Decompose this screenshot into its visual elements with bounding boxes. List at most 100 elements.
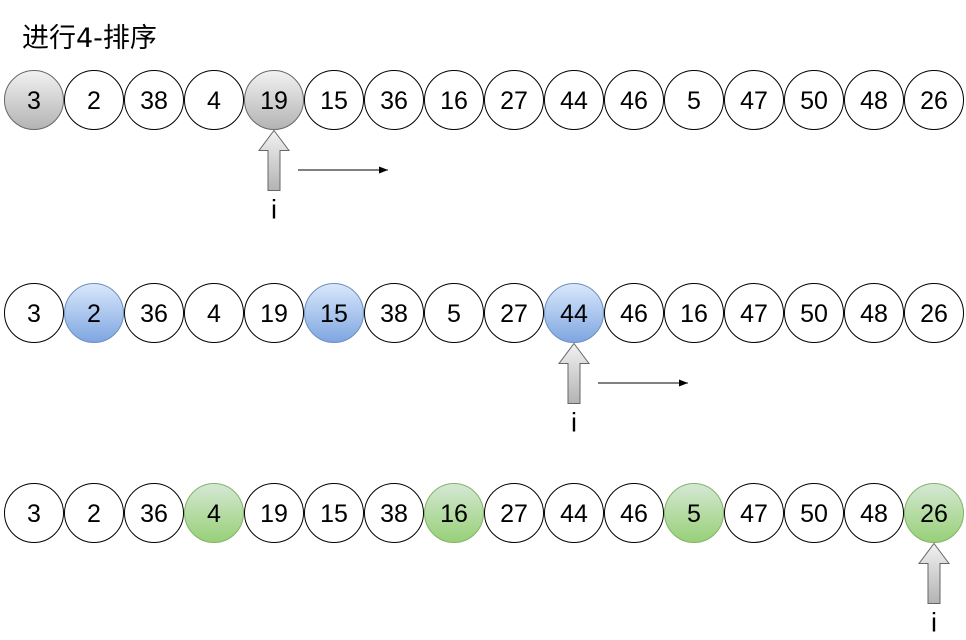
cell-circle: [844, 70, 904, 130]
highlighted-cell: 4: [184, 483, 244, 543]
cell-circle: [604, 70, 664, 130]
highlighted-cell: 26: [904, 483, 964, 543]
array-cell: 47: [724, 283, 784, 343]
cell-circle: [424, 70, 484, 130]
cell-circle: [844, 283, 904, 343]
cell-circle: [4, 70, 64, 130]
cell-circle: [64, 283, 124, 343]
cell-circle: [604, 283, 664, 343]
array-cell: 19: [244, 483, 304, 543]
cell-value: 2: [87, 87, 101, 115]
cell-circle: [784, 483, 844, 543]
cell-circle: [544, 70, 604, 130]
array-cell: 50: [784, 483, 844, 543]
cell-value: 4: [207, 300, 221, 328]
array-cell: 26: [904, 283, 964, 343]
cell-value: 38: [380, 500, 408, 528]
highlighted-cell: 16: [424, 483, 484, 543]
cell-value: 50: [800, 300, 828, 328]
cell-circle: [664, 283, 724, 343]
cell-circle: [244, 283, 304, 343]
array-cell: 46: [604, 483, 664, 543]
cell-value: 5: [687, 87, 701, 115]
cell-circle: [544, 283, 604, 343]
cell-circle: [484, 483, 544, 543]
cell-circle: [304, 70, 364, 130]
cell-value: 19: [260, 87, 288, 115]
cell-circle: [724, 283, 784, 343]
cell-value: 36: [380, 87, 408, 115]
cell-value: 16: [680, 300, 708, 328]
cell-value: 44: [560, 87, 588, 115]
cell-circle: [724, 483, 784, 543]
array-cell: 5: [664, 70, 724, 130]
cell-value: 3: [27, 300, 41, 328]
pointer-label: i: [931, 608, 937, 638]
cell-value: 27: [500, 87, 528, 115]
array-cell: 16: [664, 283, 724, 343]
diagram-title: 进行4-排序: [22, 23, 157, 54]
highlighted-cell: 5: [664, 483, 724, 543]
array-cell: 44: [544, 70, 604, 130]
cell-circle: [724, 70, 784, 130]
cell-circle: [364, 483, 424, 543]
array-cell: 50: [784, 283, 844, 343]
cell-circle: [244, 70, 304, 130]
cell-circle: [604, 483, 664, 543]
cell-value: 26: [920, 87, 948, 115]
array-cell: 47: [724, 483, 784, 543]
array-cell: 19: [244, 283, 304, 343]
pointer-arrow-icon: [558, 342, 590, 404]
array-cell: 46: [604, 70, 664, 130]
cell-value: 27: [500, 300, 528, 328]
array-cell: 47: [724, 70, 784, 130]
cell-value: 3: [27, 87, 41, 115]
cell-value: 50: [800, 500, 828, 528]
array-cell: 3: [4, 483, 64, 543]
cell-value: 38: [140, 87, 168, 115]
cell-value: 38: [380, 300, 408, 328]
array-cell: 38: [364, 483, 424, 543]
array-cell: 36: [364, 70, 424, 130]
cell-circle: [64, 70, 124, 130]
cell-circle: [244, 483, 304, 543]
cell-value: 3: [27, 500, 41, 528]
cell-circle: [904, 283, 964, 343]
cell-circle: [364, 70, 424, 130]
cell-circle: [904, 483, 964, 543]
cell-value: 47: [740, 87, 768, 115]
cell-circle: [304, 483, 364, 543]
pointer-arrow-icon: [918, 542, 950, 604]
array-cell: 36: [124, 283, 184, 343]
cell-circle: [304, 283, 364, 343]
cell-value: 50: [800, 87, 828, 115]
cell-value: 36: [140, 300, 168, 328]
cell-value: 26: [920, 300, 948, 328]
cell-circle: [364, 283, 424, 343]
array-cell: 38: [124, 70, 184, 130]
cell-value: 44: [560, 500, 588, 528]
cell-value: 4: [207, 87, 221, 115]
array-cell: 2: [64, 483, 124, 543]
array-cell: 27: [484, 70, 544, 130]
cell-value: 16: [440, 500, 468, 528]
cell-value: 5: [687, 500, 701, 528]
array-cell: 4: [184, 283, 244, 343]
array-cell: 27: [484, 283, 544, 343]
cell-circle: [664, 483, 724, 543]
highlighted-cell: 3: [4, 70, 64, 130]
cell-circle: [844, 483, 904, 543]
cell-circle: [64, 483, 124, 543]
cell-value: 16: [440, 87, 468, 115]
cell-circle: [184, 70, 244, 130]
cell-value: 19: [260, 500, 288, 528]
cell-value: 47: [740, 300, 768, 328]
array-cell: 27: [484, 483, 544, 543]
cell-circle: [184, 483, 244, 543]
array-cell: 46: [604, 283, 664, 343]
cell-value: 2: [87, 300, 101, 328]
cell-value: 15: [320, 500, 348, 528]
pointer-label: i: [271, 195, 277, 225]
